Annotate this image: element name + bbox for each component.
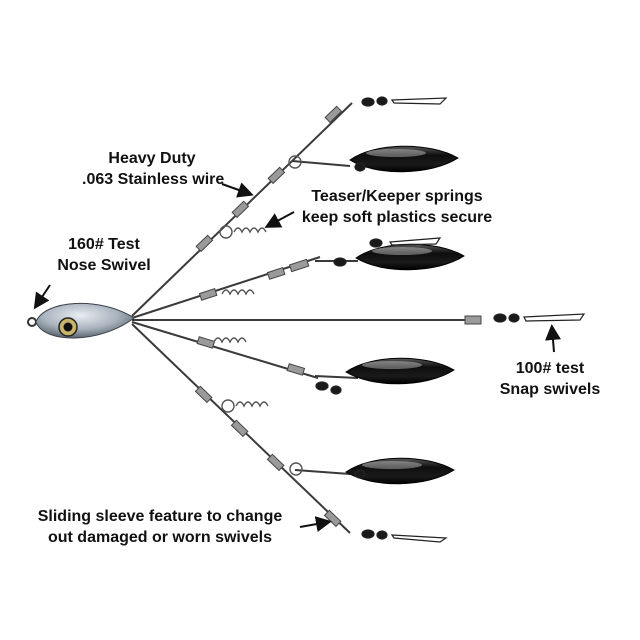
wire-callout-line1: Heavy Duty: [108, 150, 196, 167]
wire-arm-upper: [131, 256, 321, 319]
wire-arm-lower: [131, 321, 319, 379]
nose-swivel-callout: 160# Test Nose Swivel: [44, 234, 164, 276]
sleeve-callout-line2: out damaged or worn swivels: [47, 529, 273, 546]
nose-swivel-callout-line1: 160# Test: [68, 236, 140, 253]
wire-callout: Heavy Duty .063 Stainless wire: [82, 148, 225, 190]
springs-callout-line2: keep soft plastics secure: [301, 209, 493, 226]
sleeve-callout-line1: Sliding sleeve feature to change: [37, 508, 283, 525]
springs-callout: Teaser/Keeper springs keep soft plastics…: [284, 186, 510, 228]
keeper-spring-icon: [213, 155, 303, 476]
snap-swivel-callout: 100# test Snap swivels: [488, 358, 612, 400]
nose-swivel-callout-line2: Nose Swivel: [57, 257, 151, 274]
lure-head-icon: [27, 302, 135, 339]
sliding-sleeves: [194, 105, 482, 528]
snap-swivel-callout-line2: Snap swivels: [499, 381, 601, 398]
willow-blade-icon: [345, 145, 465, 485]
snap-swivel-icon: [315, 96, 586, 543]
arrow-icon: [33, 182, 561, 532]
sleeve-callout: Sliding sleeve feature to change out dam…: [20, 506, 300, 548]
springs-callout-line1: Teaser/Keeper springs: [311, 188, 483, 205]
snap-swivel-callout-line1: 100# test: [515, 360, 585, 377]
wire-callout-line2: .063 Stainless wire: [82, 171, 225, 188]
